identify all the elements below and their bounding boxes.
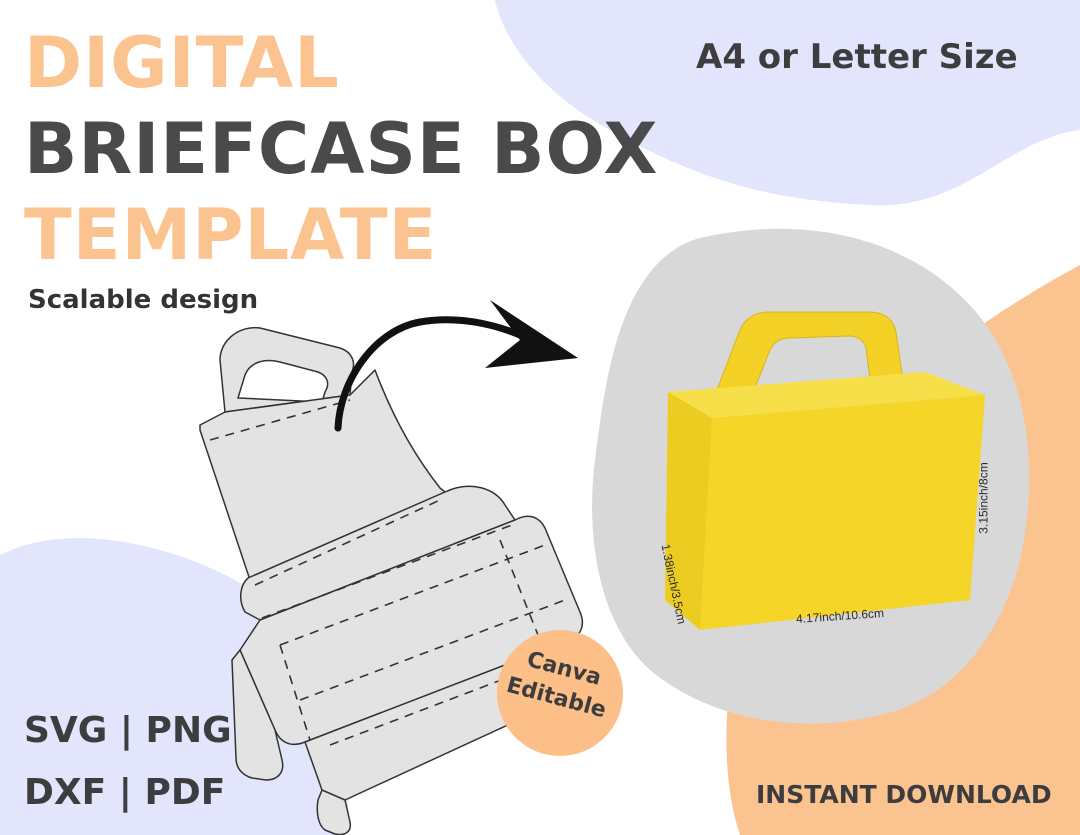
title-line-template: TEMPLATE bbox=[24, 194, 438, 276]
lavender-blob-top-right bbox=[495, 0, 1080, 206]
fold-line-middle bbox=[254, 499, 441, 586]
instant-download-label: INSTANT DOWNLOAD bbox=[756, 780, 1052, 809]
title-line-digital: DIGITAL bbox=[24, 22, 340, 104]
fold-line-vertical-left bbox=[279, 644, 311, 741]
file-formats-line-2: DXF | PDF bbox=[24, 772, 226, 813]
canva-editable-badge: Canva Editable bbox=[497, 630, 623, 756]
fold-line-flap bbox=[261, 524, 513, 619]
template-side-flap-top bbox=[240, 485, 516, 621]
file-formats-line-1: SVG | PNG bbox=[24, 710, 232, 751]
box-side-face bbox=[700, 395, 985, 630]
fold-line-top bbox=[209, 399, 351, 441]
fold-line-vertical-right bbox=[499, 539, 541, 641]
curved-arrow-head bbox=[485, 300, 578, 368]
subtitle: Scalable design bbox=[28, 285, 259, 315]
title-line-briefcase-box: BRIEFCASE BOX bbox=[24, 108, 659, 190]
fold-line-bottom bbox=[329, 651, 576, 746]
curved-arrow bbox=[334, 316, 544, 432]
dimension-height-label: 3.15inch/8cm bbox=[976, 462, 991, 534]
box-edge-shade bbox=[665, 392, 712, 630]
box-top-face bbox=[668, 372, 985, 418]
size-label: A4 or Letter Size bbox=[696, 37, 1018, 77]
template-bottom-flap bbox=[316, 789, 352, 835]
template-lower-panel bbox=[239, 515, 584, 746]
template-main-panel bbox=[199, 369, 446, 581]
template-side-flap-left bbox=[231, 649, 284, 781]
template-handle-hole bbox=[237, 359, 329, 403]
